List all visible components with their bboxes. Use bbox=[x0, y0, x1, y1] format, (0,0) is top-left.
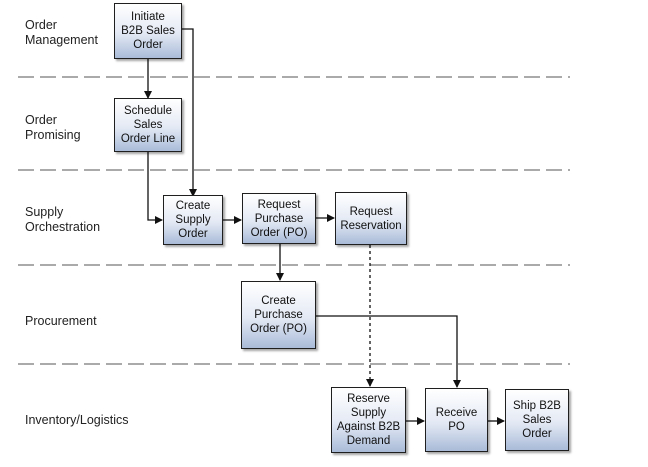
box-label: Initiate B2B Sales Order bbox=[121, 11, 175, 51]
box-label: Schedule Sales Order Line bbox=[120, 105, 176, 145]
connector-create-po-receive-po bbox=[316, 315, 461, 388]
lane-label-order-management: Order Management bbox=[25, 18, 98, 47]
box-label: Request Reservation bbox=[340, 205, 402, 232]
box-create-purchase-order[interactable]: Create Purchase Order (PO) bbox=[241, 281, 316, 349]
box-reserve-supply[interactable]: Reserve Supply Against B2B Demand bbox=[331, 387, 406, 453]
lane-label-order-promising: Order Promising bbox=[25, 113, 81, 142]
box-label: Create Purchase Order (PO) bbox=[250, 295, 307, 335]
box-label: Request Purchase Order (PO) bbox=[250, 198, 308, 239]
lane-label-inventory-logistics: Inventory/Logistics bbox=[25, 413, 129, 427]
lane-label-procurement: Procurement bbox=[25, 314, 97, 328]
box-schedule-sales-order-line[interactable]: Schedule Sales Order Line bbox=[114, 98, 182, 152]
box-create-supply-order[interactable]: Create Supply Order bbox=[163, 195, 223, 245]
lane-dividers bbox=[18, 76, 570, 365]
connector-schedule-create-supply bbox=[147, 152, 163, 224]
box-initiate-b2b-sales-order[interactable]: Initiate B2B Sales Order bbox=[114, 3, 182, 59]
box-request-reservation[interactable]: Request Reservation bbox=[335, 192, 407, 245]
box-label: Ship B2B Sales Order bbox=[513, 400, 561, 440]
box-ship-b2b-sales-order[interactable]: Ship B2B Sales Order bbox=[505, 389, 569, 451]
box-label: Create Supply Order bbox=[175, 200, 211, 240]
box-label: Receive PO bbox=[435, 407, 478, 433]
connector-initiate-create-supply bbox=[182, 28, 197, 197]
lane-label-supply-orchestration: Supply Orchestration bbox=[25, 205, 101, 234]
box-receive-po[interactable]: Receive PO bbox=[425, 388, 488, 452]
box-label: Reserve Supply Against B2B Demand bbox=[336, 393, 401, 447]
box-request-purchase-order[interactable]: Request Purchase Order (PO) bbox=[242, 193, 316, 244]
